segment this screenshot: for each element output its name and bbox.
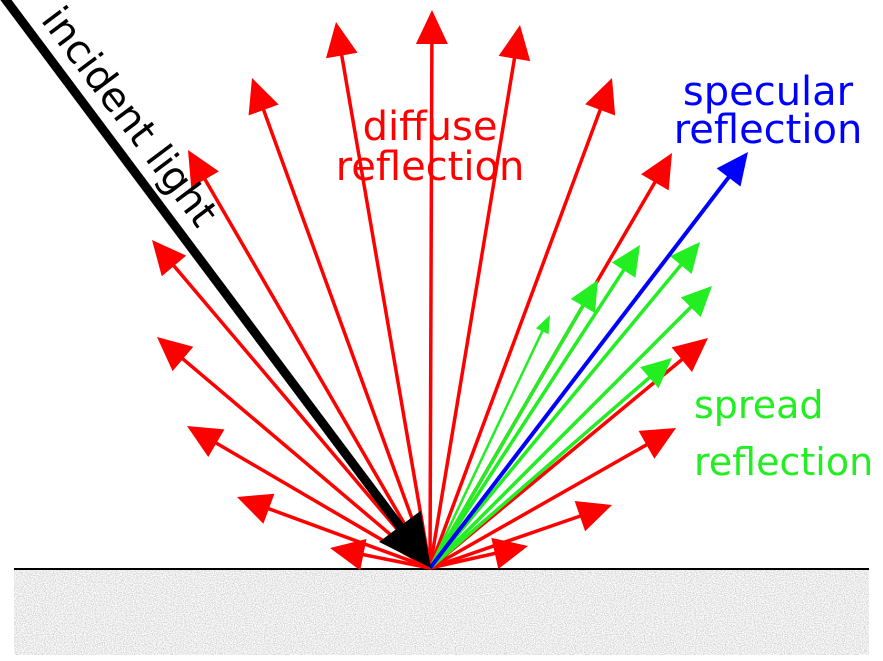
surface [14, 568, 869, 655]
diffuse-arrow [429, 428, 676, 570]
diffuse-arrow [157, 337, 432, 570]
incident-arrow-line [0, 0, 431, 568]
spread-arrow [428, 315, 550, 569]
surface-texture [14, 570, 869, 655]
diffuse-arrow [188, 150, 432, 569]
diffuse-label-line2: reflection [336, 144, 525, 190]
diffuse-arrow [248, 78, 432, 569]
diffuse-arrow [330, 538, 431, 571]
spread-label-line2: reflection [694, 440, 873, 484]
diffuse-arrow [428, 78, 616, 569]
diffuse-label-line1: diffuse [363, 104, 498, 150]
diffuse-arrow [415, 10, 448, 569]
spread-label-line1: spread [694, 383, 824, 427]
spread-arrows [428, 242, 712, 570]
diffuse-arrow [237, 493, 431, 570]
specular-label-line1: specular [683, 69, 854, 115]
specular-label-line2: reflection [674, 107, 863, 153]
spread-arrow [428, 358, 672, 570]
spread-arrow [428, 242, 700, 570]
spread-arrow [428, 286, 712, 570]
diffuse-arrow [152, 240, 432, 570]
specular-arrow [428, 152, 748, 570]
diffuse-arrow [326, 22, 432, 569]
diffuse-arrows [152, 10, 708, 571]
diffuse-arrow [428, 25, 531, 569]
incident-light-label: incident light [32, 0, 226, 235]
spread-arrow [428, 280, 598, 569]
spread-arrow [428, 245, 640, 569]
specular-arrow-line [428, 152, 748, 570]
incident-arrow [0, 0, 431, 568]
diffuse-arrow [429, 537, 528, 570]
